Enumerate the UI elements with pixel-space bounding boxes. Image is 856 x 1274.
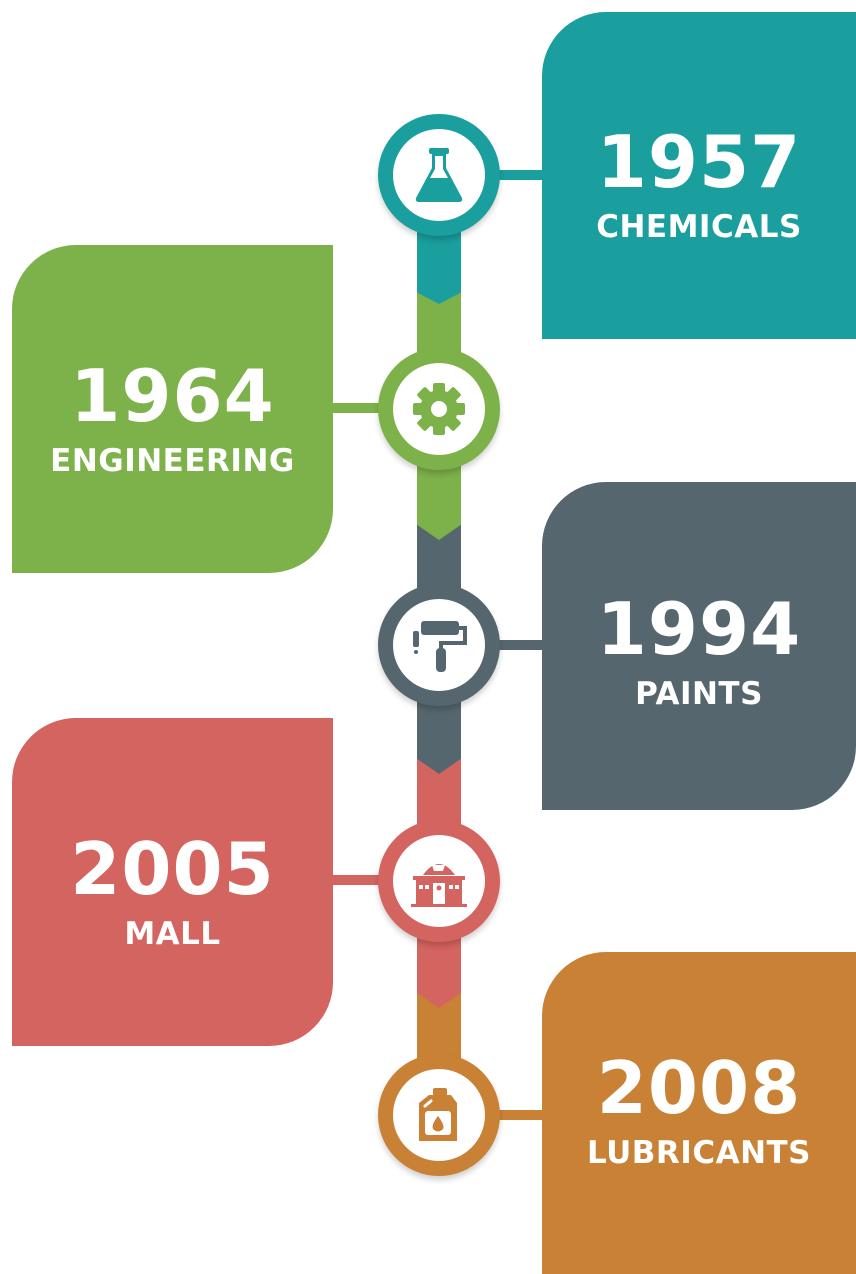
milestone-card-engineering: 1964 ENGINEERING [12,245,333,573]
node-engineering [378,348,500,470]
connector-lubricants [490,1110,546,1120]
milestone-label: MALL [124,915,221,952]
milestone-label: CHEMICALS [596,209,802,245]
milestone-card-chemicals: 1957 CHEMICALS [542,12,856,339]
milestone-card-mall: 2005 MALL [12,718,333,1046]
node-paints [378,584,500,706]
milestone-label: ENGINEERING [50,442,295,479]
connector-paints [490,640,546,650]
connector-mall [330,875,386,885]
milestone-year: 2005 [70,826,275,911]
milestone-year: 1994 [596,586,802,671]
gear-icon [413,383,465,435]
milestone-card-paints: 1994 PAINTS [542,482,856,810]
milestone-year: 2008 [596,1045,802,1130]
milestone-year: 1957 [596,120,802,204]
milestone-year: 1964 [70,353,275,438]
node-mall [378,820,500,942]
milestone-label: LUBRICANTS [586,1134,811,1171]
node-lubricants [378,1054,500,1176]
milestone-card-lubricants: 2008 LUBRICANTS [542,952,856,1274]
connector-engineering [330,403,386,413]
node-chemicals [378,114,500,236]
oil-can-icon [419,1088,457,1141]
connector-chemicals [490,170,546,180]
mall-icon [411,864,467,907]
flask-icon [415,148,463,202]
milestone-label: PAINTS [635,675,763,712]
paint-roller-icon [413,621,467,672]
